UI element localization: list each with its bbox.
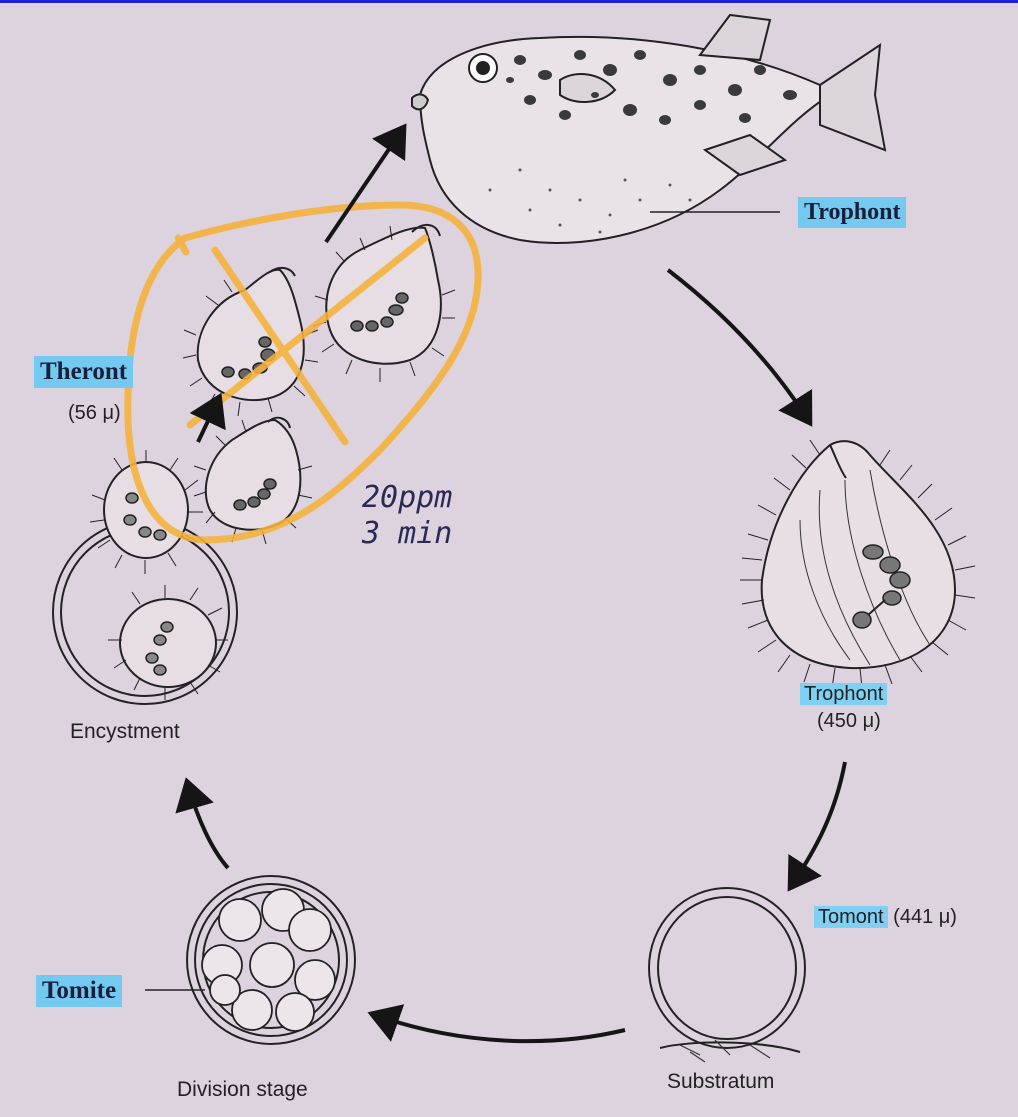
tomont-drawing xyxy=(649,888,805,1062)
label-trophont-size: (450 μ) xyxy=(817,710,881,733)
label-tomont-size: (441 μ) xyxy=(893,906,957,928)
trophont-drawing xyxy=(740,440,975,688)
arrow-tomont-to-division xyxy=(375,1015,625,1041)
label-tomont-text: Tomont xyxy=(814,906,888,928)
arrow-trophont-to-tomont xyxy=(792,762,845,885)
label-tomite: Tomite xyxy=(36,975,122,1007)
label-theront-size: (56 μ) xyxy=(68,402,121,425)
handwritten-note: 20ppm 3 min xyxy=(362,480,452,552)
label-tomont: Tomont (441 μ) xyxy=(814,906,957,929)
arrow-division-to-encystment xyxy=(188,785,228,868)
theront-2 xyxy=(326,225,441,364)
label-theront: Theront xyxy=(34,356,133,388)
arrow-theront-to-fish xyxy=(326,130,402,242)
label-trophont-text: Trophont xyxy=(800,683,887,705)
handwritten-line1: 20ppm xyxy=(362,480,452,516)
handwritten-line2: 3 min xyxy=(362,516,452,552)
label-trophont-fish: Trophont xyxy=(798,197,906,228)
label-division-stage: Division stage xyxy=(177,1078,308,1102)
arrow-fish-to-trophont xyxy=(668,270,808,420)
label-trophont: Trophont xyxy=(800,683,887,706)
division-stage-drawing xyxy=(187,876,355,1044)
label-substratum: Substratum xyxy=(667,1070,774,1094)
theront-3 xyxy=(206,418,301,530)
label-encystment: Encystment xyxy=(70,720,180,744)
